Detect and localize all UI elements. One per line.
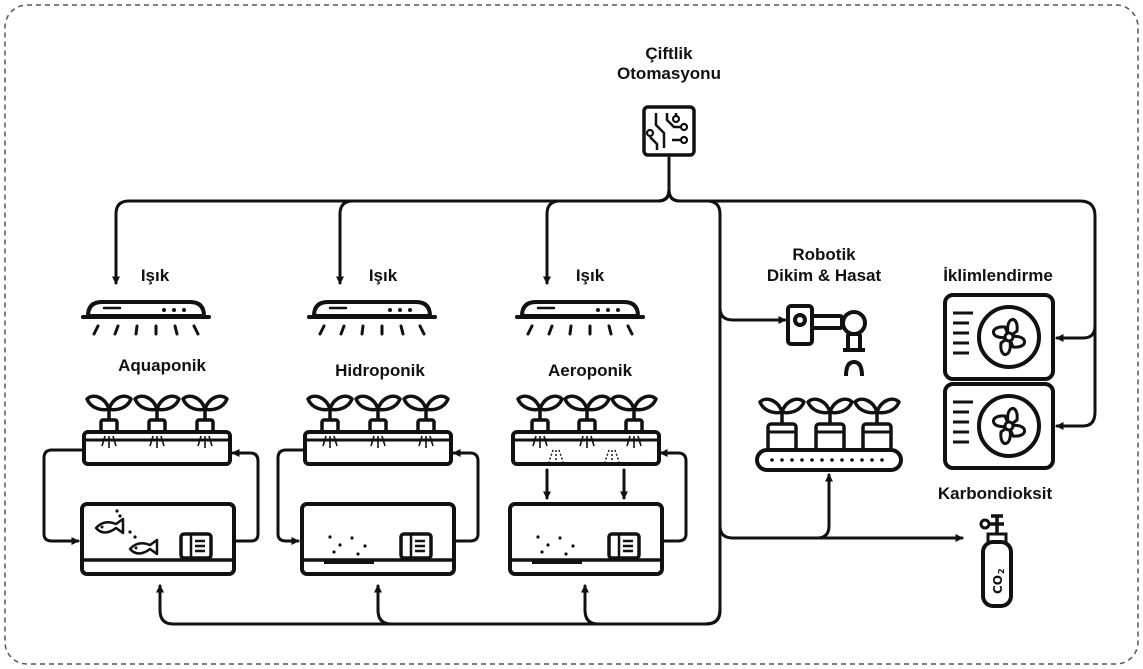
aquaponic-label: Aquaponik — [118, 356, 206, 376]
grow-light-icon — [517, 302, 643, 334]
conveyor-belt-icon — [757, 399, 901, 470]
seedling-icon — [760, 399, 804, 426]
co2-tank-subscript: 2 — [997, 568, 1006, 574]
automation-title-line1: Çiftlik — [645, 44, 692, 64]
automation-title-line2: Otomasyonu — [617, 64, 721, 84]
co2-label: Karbondioksit — [938, 484, 1052, 504]
grow-tray — [513, 432, 659, 464]
fan-icon — [945, 384, 1053, 468]
light-label-hydroponic: Işık — [369, 266, 397, 286]
pump-icon — [181, 534, 211, 558]
pump-icon — [609, 534, 639, 558]
gas-cylinder-icon: CO 2 — [981, 516, 1011, 606]
light-label-aquaponic: Işık — [141, 266, 169, 286]
seedling-icon — [855, 399, 899, 426]
co2-tank-text: CO — [991, 575, 1005, 594]
grow-light-icon — [83, 302, 209, 334]
grow-light-icon — [309, 302, 435, 334]
robotic-arm-icon — [788, 306, 865, 376]
seedling-icon — [808, 399, 852, 426]
pump-icon — [401, 534, 431, 558]
fan-icon — [945, 295, 1053, 379]
aquaponic-system — [82, 396, 234, 574]
aeroponic-label: Aeroponik — [548, 361, 632, 381]
robotic-label-line2: Dikim & Hasat — [767, 266, 881, 286]
climate-label: İklimlendirme — [943, 266, 1053, 286]
circuit-chip-icon — [644, 107, 694, 155]
hydroponic-label: Hidroponik — [335, 361, 425, 381]
hydroponic-system — [302, 396, 454, 574]
robotic-label-line1: Robotik — [792, 245, 855, 265]
aeroponic-system — [510, 396, 662, 574]
light-label-aeroponic: Işık — [576, 266, 604, 286]
